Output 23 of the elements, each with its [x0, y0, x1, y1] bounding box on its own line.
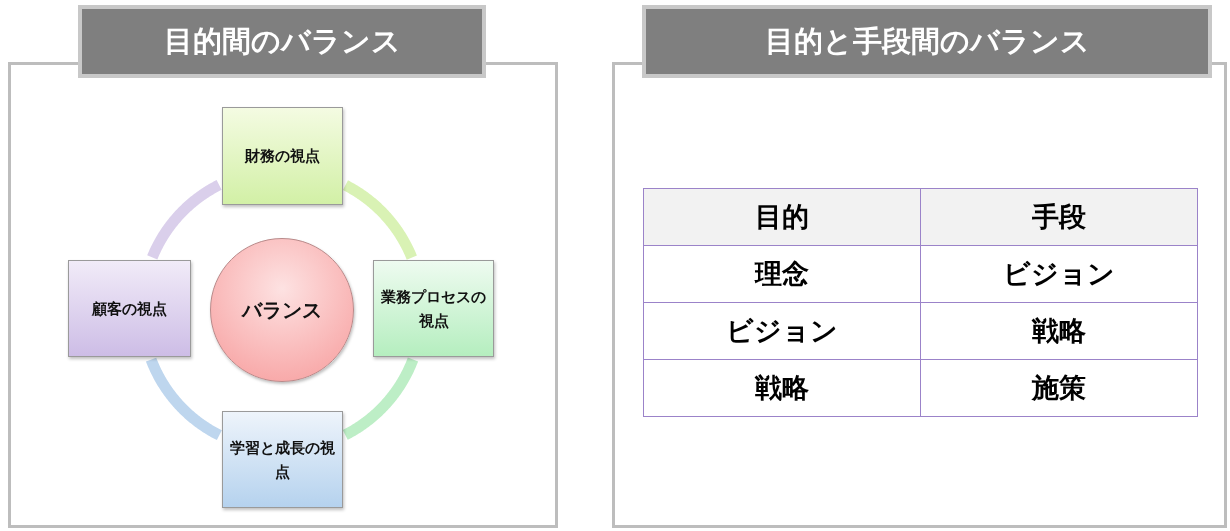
table-cell: 理念 — [643, 245, 921, 303]
panel — [8, 5, 558, 528]
table-cell: 戦略 — [643, 359, 921, 417]
ring-arc — [147, 179, 224, 262]
panel-heading: 目的と手段間のバランス — [642, 5, 1212, 78]
perspective-box — [222, 411, 343, 508]
perspective-box — [68, 260, 191, 357]
node-text: 財務の視点 — [245, 146, 320, 167]
table-cell: 戦略 — [920, 302, 1198, 360]
table-cell: ビジョン — [920, 245, 1198, 303]
table-header-cell: 手段 — [920, 188, 1198, 246]
ring-arc — [145, 355, 224, 441]
node-text: バランス — [242, 297, 322, 324]
panel-heading: 目的間のバランス — [78, 5, 486, 78]
table-cell: 施策 — [920, 359, 1198, 417]
perspective-box — [222, 107, 343, 205]
node-text: 顧客の視点 — [92, 298, 167, 320]
node-text: 業務プロセスの視点 — [380, 286, 487, 332]
node-text: 学習と成長の視点 — [229, 437, 336, 483]
table-cell: ビジョン — [643, 302, 921, 360]
table-header-cell: 目的 — [643, 188, 921, 246]
perspective-box — [373, 260, 494, 357]
panel — [612, 5, 1227, 528]
